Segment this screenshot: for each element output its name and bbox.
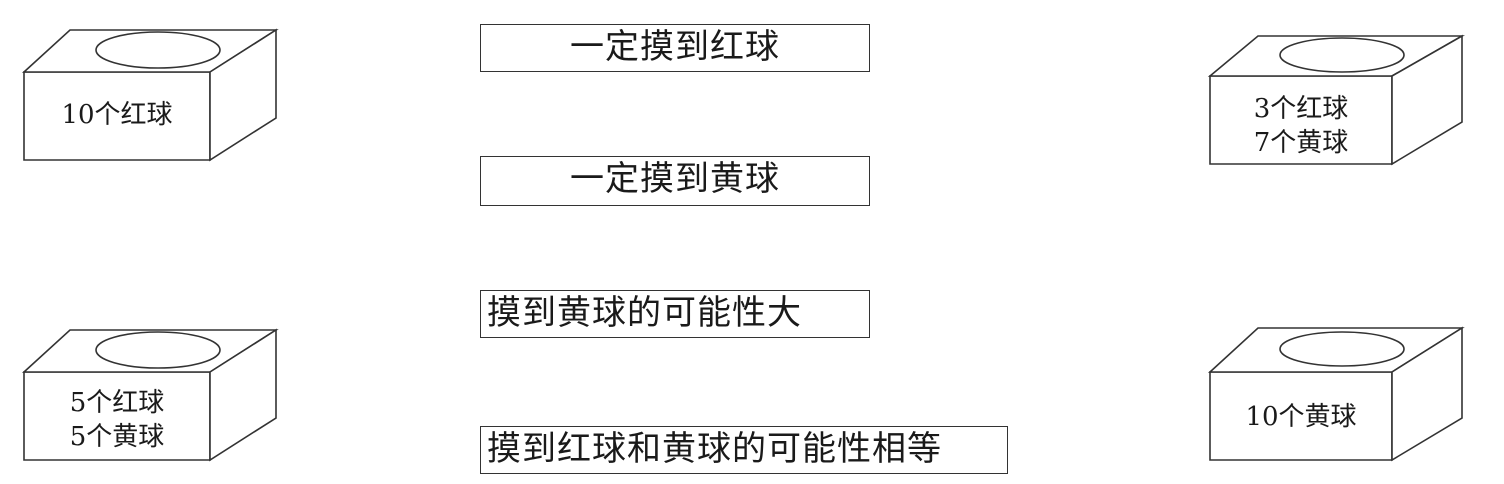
box-label-line: 3个红球 (1253, 94, 1349, 124)
box-bottom-left-label: 5个红球 5个黄球 (24, 386, 210, 454)
box-top-right-label: 3个红球 7个黄球 (1210, 92, 1392, 160)
box-label-line: 5个红球 (69, 388, 165, 418)
box-opening (95, 31, 221, 69)
box-top-right-drawing (1207, 34, 1466, 166)
box-label-line: 10个红球 (61, 100, 173, 130)
box-opening (95, 331, 221, 369)
statement-yellow-more-likely[interactable]: 摸到黄球的可能性大 (480, 290, 870, 338)
statement-certain-yellow[interactable]: 一定摸到黄球 (480, 156, 870, 206)
box-bottom-left[interactable]: 5个红球 5个黄球 (21, 328, 284, 468)
box-top-left[interactable]: 10个红球 (21, 28, 284, 168)
box-top-left-drawing (21, 28, 279, 162)
box-opening (1279, 331, 1405, 367)
box-top-right[interactable]: 3个红球 7个黄球 (1207, 34, 1470, 174)
box-top-left-label: 10个红球 (24, 98, 210, 132)
statement-equal-likelihood[interactable]: 摸到红球和黄球的可能性相等 (480, 426, 1008, 474)
box-label-line: 5个黄球 (69, 422, 165, 452)
statement-certain-red[interactable]: 一定摸到红球 (480, 24, 870, 72)
box-bottom-right-label: 10个黄球 (1210, 400, 1392, 434)
box-opening (1279, 37, 1405, 73)
box-bottom-right-drawing (1207, 326, 1465, 462)
box-label-line: 7个黄球 (1253, 128, 1349, 158)
box-bottom-left-drawing (21, 328, 279, 462)
box-label-line: 10个黄球 (1245, 402, 1357, 432)
box-bottom-right[interactable]: 10个黄球 (1207, 326, 1470, 466)
